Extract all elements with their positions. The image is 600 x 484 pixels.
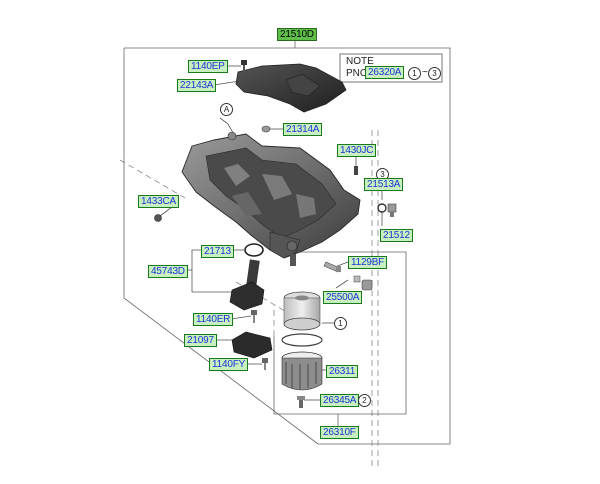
plug-21314a (261, 125, 271, 133)
plug-21512 (387, 203, 397, 217)
part-label-21512[interactable]: 21512 (380, 229, 413, 242)
part-label-21713[interactable]: 21713 (201, 245, 234, 258)
note-range-sep: ~ (422, 67, 428, 78)
bolt-1140er (251, 310, 257, 323)
part-label-21314a[interactable]: 21314A (283, 123, 323, 136)
filter-cap-26311 (281, 351, 323, 391)
part-label-1140ep[interactable]: 1140EP (188, 60, 228, 73)
gasket-21513a (377, 203, 387, 213)
note-pnc-prefix: PNC (346, 68, 368, 79)
drain-plug-1433ca (154, 214, 162, 222)
part-label-25500a[interactable]: 25500A (323, 291, 363, 304)
oil-strainer-45743d (229, 259, 265, 311)
part-label-1433ca[interactable]: 1433CA (138, 195, 179, 208)
note-title: NOTE (346, 56, 374, 67)
o-ring-21713 (244, 243, 264, 257)
pin-1430jc (354, 166, 358, 175)
part-label-26311[interactable]: 26311 (326, 365, 359, 378)
cap-drain-26345a (297, 396, 305, 408)
part-label-26345a[interactable]: 26345A (320, 394, 360, 407)
part-label-21510d[interactable]: 21510D (277, 28, 317, 41)
part-label-21513a[interactable]: 21513A (364, 178, 404, 191)
note-range-end: 3 (428, 67, 441, 80)
part-label-1140fy[interactable]: 1140FY (209, 358, 249, 371)
windage-baffle (235, 63, 347, 113)
note-pnc-code[interactable]: 26320A (365, 66, 405, 79)
assembly-outline (119, 40, 451, 470)
part-label-26310f[interactable]: 26310F (320, 426, 359, 439)
filter-o-ring (281, 333, 323, 347)
part-label-22143a[interactable]: 22143A (177, 79, 217, 92)
gasket-21097 (231, 331, 273, 359)
part-label-1129bf[interactable]: 1129BF (348, 256, 388, 269)
callout-2: 2 (358, 394, 371, 407)
oil-pan-body (181, 131, 361, 266)
filter-element (283, 291, 321, 331)
callout-1: 1 (334, 317, 347, 330)
bolt-1140ep (241, 60, 247, 71)
note-range-start: 1 (408, 67, 421, 80)
callout-ref-a: A (220, 103, 233, 116)
oil-cooler-bolt (323, 261, 341, 273)
filter-group-box (273, 251, 407, 415)
part-label-45743d[interactable]: 45743D (148, 265, 188, 278)
part-label-21097[interactable]: 21097 (184, 334, 217, 347)
part-label-1140er[interactable]: 1140ER (193, 313, 234, 326)
bolt-1140fy (262, 358, 268, 370)
housing-25500a (353, 275, 373, 291)
part-label-1430jc[interactable]: 1430JC (337, 144, 377, 157)
